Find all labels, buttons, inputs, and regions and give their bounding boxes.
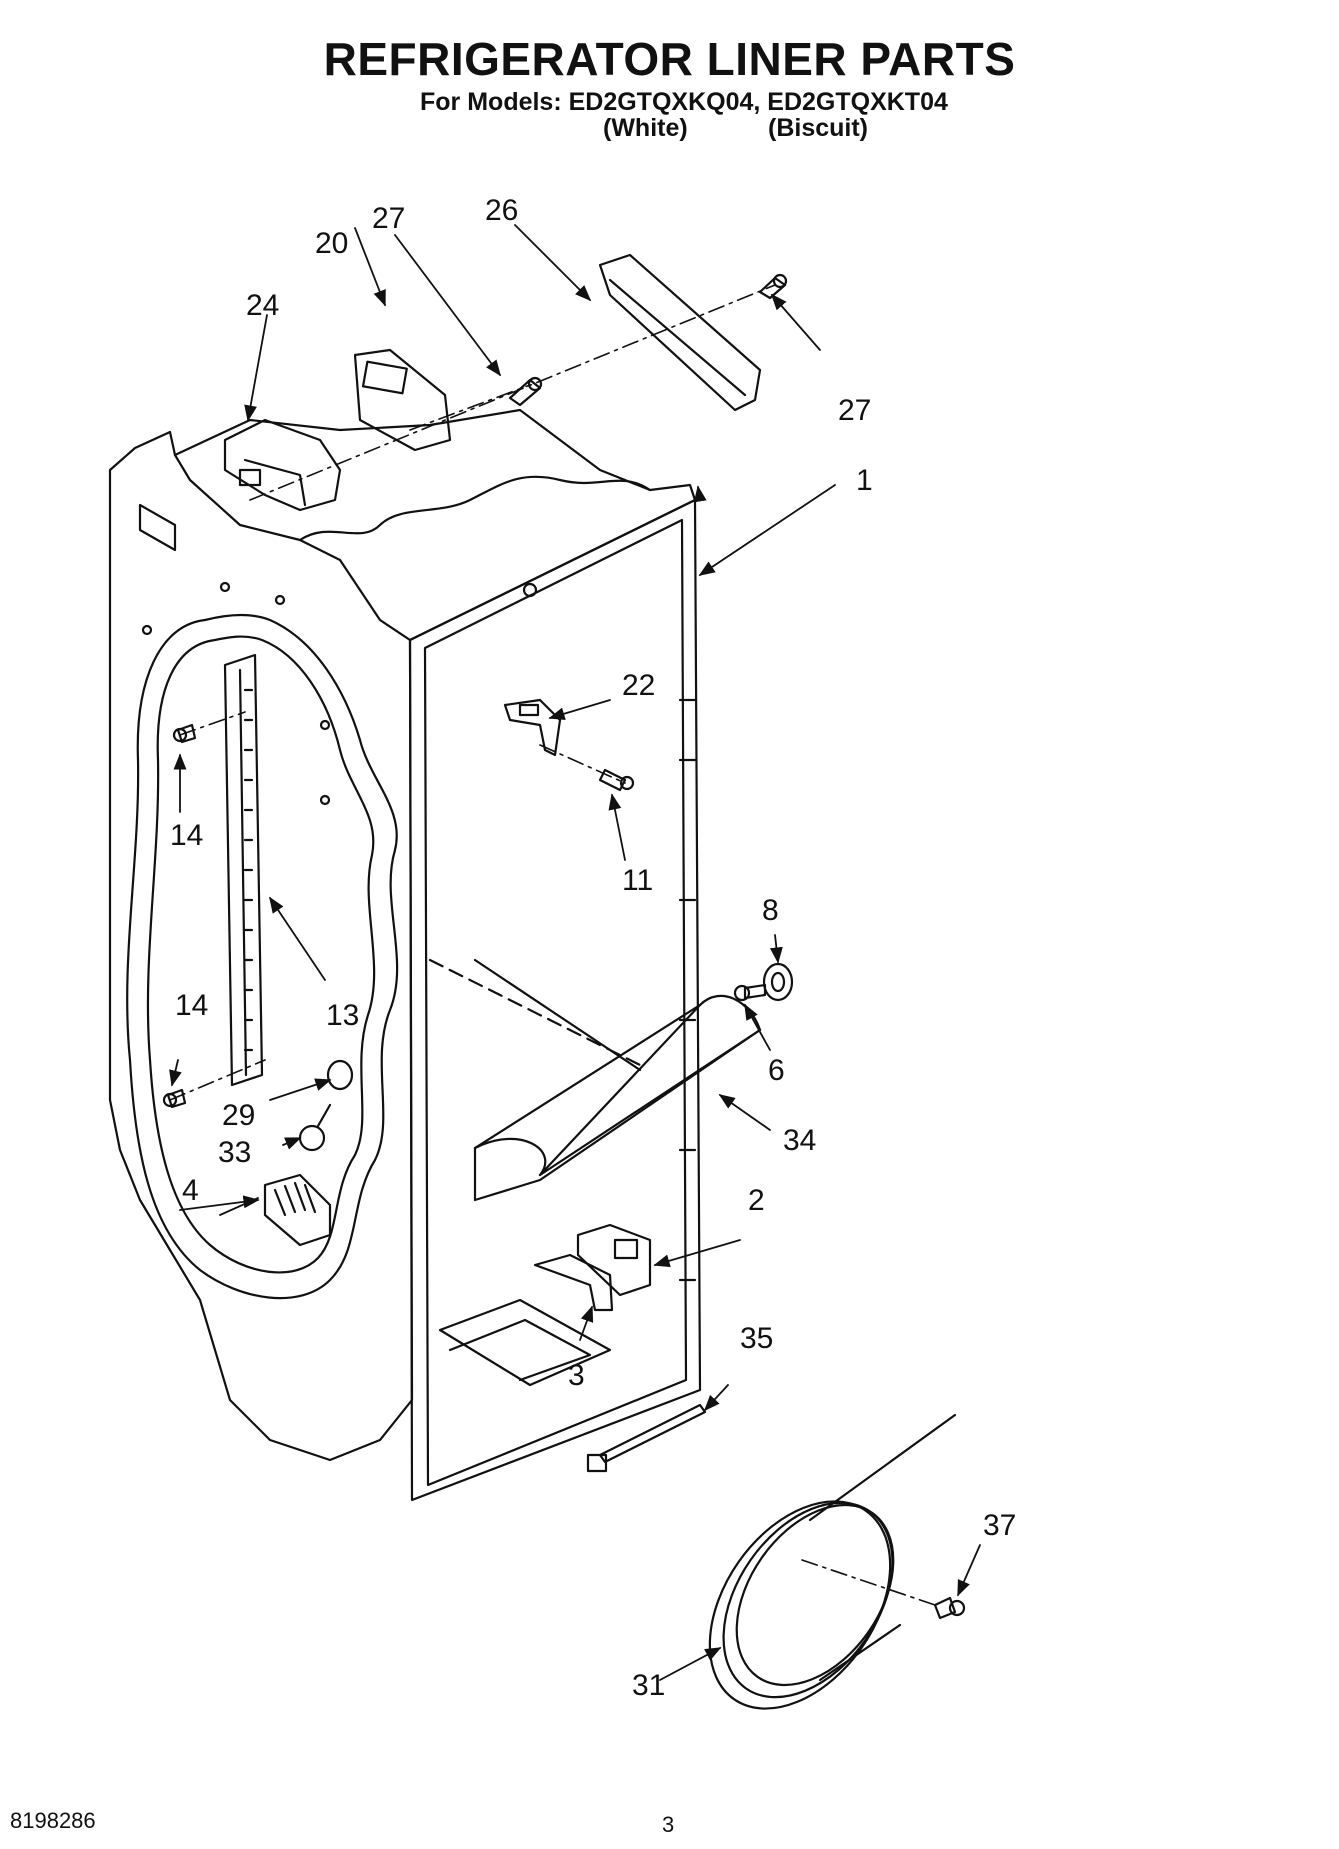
liner-cabinet: [108, 408, 702, 1502]
screw-part-27-a: [508, 376, 543, 407]
callout-24: 24: [246, 289, 279, 322]
screw-part-6: [733, 983, 767, 1002]
lamp-socket-part-29: [326, 1059, 354, 1091]
color-variant-white: (White): [603, 114, 688, 142]
channel-part-26: [598, 253, 762, 412]
callout-8: 8: [762, 894, 779, 927]
shelf-rail-part-13: [223, 653, 264, 1087]
page-number: 3: [662, 1812, 675, 1837]
tubing-part-31: [708, 1413, 957, 1710]
callout-37: 37: [983, 1509, 1016, 1542]
bracket-part-20: [353, 348, 452, 452]
callout-3: 3: [568, 1359, 585, 1392]
callout-14a: 14: [170, 819, 203, 852]
bracket-part-3: [533, 1253, 614, 1312]
callout-4: 4: [182, 1174, 199, 1207]
screw-part-11: [598, 768, 635, 792]
callout-35: 35: [740, 1322, 773, 1355]
callout-26: 26: [485, 194, 518, 227]
callout-11: 11: [622, 864, 653, 897]
vent-part-4: [263, 1173, 332, 1247]
callout-labels: 1 2 3 4 6 8 11 13 14 14 20 22 24 26 27 2…: [170, 194, 1016, 1702]
cover-part-34: [473, 994, 762, 1202]
callout-6: 6: [768, 1054, 785, 1087]
callout-13: 13: [326, 999, 359, 1032]
callout-2: 2: [748, 1184, 765, 1217]
callout-14b: 14: [175, 989, 208, 1022]
callout-27b: 27: [838, 394, 871, 427]
callout-31: 31: [632, 1669, 665, 1702]
callout-33: 33: [218, 1136, 251, 1169]
callout-27a: 27: [372, 202, 405, 235]
screw-part-27-b: [758, 273, 788, 300]
color-variant-biscuit: (Biscuit): [768, 114, 868, 142]
bracket-part-22: [503, 698, 562, 757]
lamp-bulb-part-33: [298, 1103, 332, 1152]
callout-29: 29: [222, 1099, 255, 1132]
page-title: REFRIGERATOR LINER PARTS: [323, 33, 1016, 85]
screw-part-14-a: [172, 723, 197, 744]
callout-34: 34: [783, 1124, 816, 1157]
document-number: 8198286: [10, 1808, 96, 1833]
models-line: For Models: ED2GTQXKQ04, ED2GTQXKT04: [420, 88, 948, 116]
bracket-part-2: [576, 1223, 652, 1297]
damper-control-part-24: [223, 418, 342, 512]
screw-part-37: [933, 1596, 966, 1620]
callout-1: 1: [856, 464, 873, 497]
callout-20: 20: [315, 227, 348, 260]
callout-22: 22: [622, 669, 655, 702]
tie-strap-part-35: [586, 1403, 707, 1473]
grommet-part-8: [762, 962, 794, 1002]
screw-part-14-b: [162, 1088, 187, 1109]
